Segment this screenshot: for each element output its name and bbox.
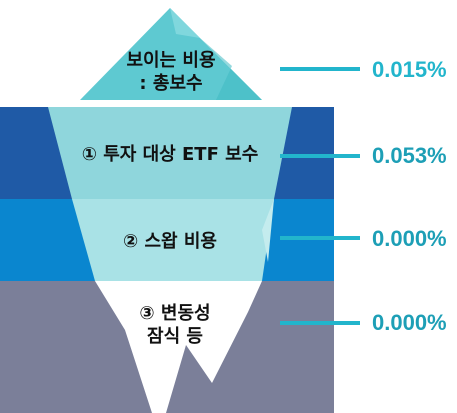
- layer-1-label: ① 투자 대상 ETF 보수: [81, 144, 259, 165]
- layer-2-label: ② 스왑 비용: [122, 231, 217, 252]
- tip-value: 0.015%: [372, 57, 447, 82]
- iceberg-section-1: [48, 107, 292, 199]
- iceberg-section-2: [72, 199, 274, 281]
- iceberg-tip-facet: [170, 8, 200, 38]
- layer-2-value: 0.000%: [372, 226, 447, 251]
- layer-3-label-line2: 잠식 등: [147, 326, 203, 347]
- layer-3-label-line1: ③ 변동성: [139, 303, 211, 324]
- iceberg-tip-facet-2: [200, 38, 262, 100]
- tip-label-line1: 보이는 비용: [126, 50, 216, 71]
- tip-label-line2: : 총보수: [139, 73, 203, 94]
- iceberg-section-3: [95, 281, 262, 413]
- iceberg-section-2-facet: [262, 199, 274, 262]
- layer-3-value: 0.000%: [372, 310, 447, 335]
- layer-1-value: 0.053%: [372, 143, 447, 168]
- iceberg-tip: [80, 8, 262, 100]
